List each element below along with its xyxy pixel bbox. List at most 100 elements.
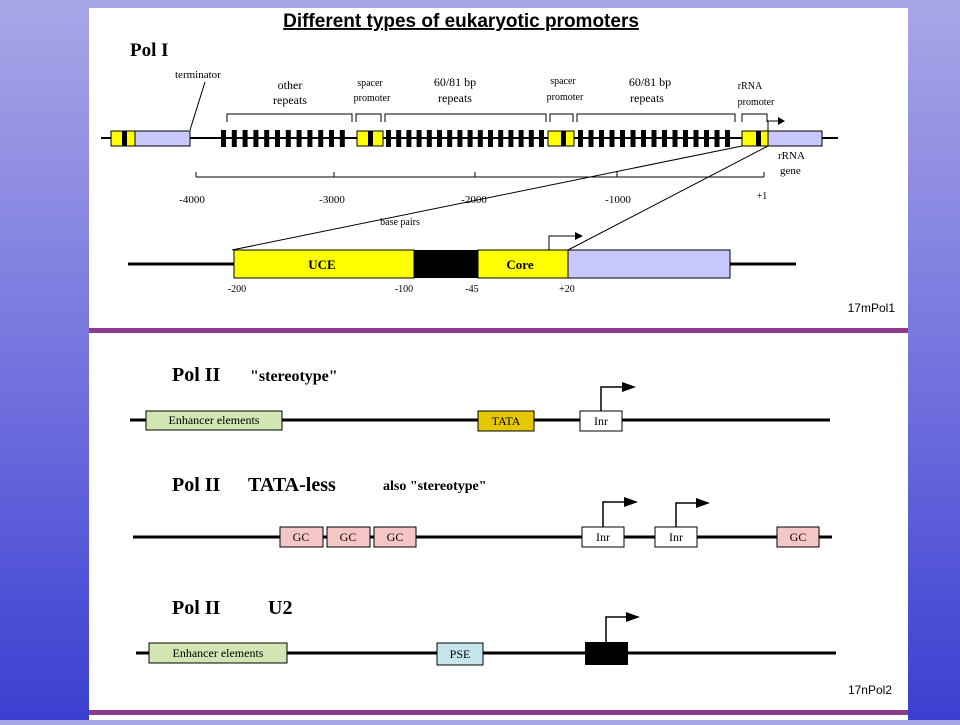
rrna-promoter-box [741, 130, 769, 147]
repeat-stripe [498, 130, 504, 147]
tataless-inr-label: Inr [669, 530, 683, 544]
tataless-start-arrow-2-line [675, 502, 698, 527]
section-divider [89, 328, 908, 333]
spacer-promoter-1-label-2: promoter [354, 93, 391, 104]
pse-label: PSE [450, 647, 471, 661]
bracket-repeats-1 [384, 113, 547, 122]
stereotype-enhancer-box [145, 410, 283, 431]
detail-pos-label: -100 [395, 284, 413, 295]
gc-box [776, 526, 820, 548]
tata-label: TATA [492, 414, 521, 428]
rrna-start-arrow-line [767, 120, 778, 131]
gc-label: GC [790, 530, 807, 544]
repeat-stripe [578, 130, 583, 147]
tataless-heading: Pol II [172, 474, 221, 496]
repeats-1-label-1: 60/81 bp [434, 75, 476, 89]
bracket-other-repeats [226, 113, 353, 122]
repeat-stripe [264, 130, 270, 147]
u2-subheading: U2 [268, 597, 292, 619]
repeat-stripe [662, 130, 667, 147]
repeat-stripe [651, 130, 657, 147]
scale-ticks [195, 172, 765, 177]
base-pairs-label: base pairs [380, 217, 420, 228]
zoom-line-right [567, 145, 769, 251]
spacer-promoter-1-core [368, 131, 373, 146]
repeat-stripe [672, 130, 678, 147]
stereotype-subheading: "stereotype" [250, 368, 338, 385]
tataless-start-arrowhead-2 [696, 498, 710, 508]
stereotype-start-arrowhead [622, 382, 636, 392]
u2-start-arrow-line [605, 616, 628, 642]
repeat-stripe [725, 130, 730, 147]
repeat-stripe [253, 130, 259, 147]
tataless-start-arrow-1-line [602, 501, 626, 527]
tick-label: -3000 [319, 194, 345, 206]
repeat-stripe [307, 130, 313, 147]
repeat-stripe [296, 130, 302, 147]
repeat-stripe [457, 130, 463, 147]
tick-label: -4000 [179, 194, 205, 206]
repeat-stripe [714, 130, 720, 147]
stereotype-start-arrow-line [600, 386, 624, 411]
core-start-arrowhead [575, 232, 583, 240]
stereotype-enhancer-label: Enhancer elements [169, 413, 260, 427]
other-repeats-label-2: repeats [273, 93, 307, 107]
repeat-stripe [599, 130, 604, 147]
gc-box [373, 526, 417, 548]
region-brackets [226, 113, 768, 122]
repeats-2-label-1: 60/81 bp [629, 75, 671, 89]
repeat-stripe [221, 130, 226, 147]
gc-box [279, 526, 324, 548]
detail-gene-box [567, 249, 731, 279]
terminator-gene-box [134, 130, 191, 147]
pol1-heading: Pol I [130, 40, 169, 61]
spacer-promoter-2-label-1: spacer [550, 76, 576, 87]
repeat-stripe [437, 130, 442, 147]
other-repeats-label-1: other [278, 78, 303, 92]
gc-label: GC [293, 530, 310, 544]
repeat-stripe [488, 130, 493, 147]
rrna-promoter-label-2: promoter [738, 97, 775, 108]
terminator-pointer [189, 81, 206, 131]
repeat-stripe [477, 130, 483, 147]
repeat-stripe [386, 130, 391, 147]
repeats-1-label-2: repeats [438, 91, 472, 105]
u2-enhancer-label: Enhancer elements [173, 646, 264, 660]
repeat-stripe [609, 130, 615, 147]
repeat-stripe [539, 130, 544, 147]
u2-enhancer-box [148, 642, 288, 664]
spacer-promoter-1-label-1: spacer [357, 78, 383, 89]
repeat-stripe [693, 130, 699, 147]
diagram-panel [89, 8, 908, 720]
slide-code-2: 17nPol2 [848, 683, 892, 697]
repeat-stripe [275, 130, 280, 147]
repeat-stripe [620, 130, 625, 147]
terminator-label: terminator [175, 69, 221, 81]
slide-code-1: 17mPol1 [848, 301, 896, 315]
repeat-stripe [318, 130, 324, 147]
repeat-stripe [396, 130, 402, 147]
repeat-stripe [339, 130, 345, 147]
stereotype-inr-label: Inr [594, 414, 608, 428]
repeat-stripe [630, 130, 636, 147]
u2-heading: Pol II [172, 597, 221, 619]
repeats-2-label-2: repeats [630, 91, 664, 105]
rrna-gene-label-2: gene [780, 165, 801, 177]
repeat-stripe [416, 130, 422, 147]
gc-label: GC [340, 530, 357, 544]
spacer-promoter-2-label-2: promoter [547, 92, 584, 103]
stereotype-heading: Pol II [172, 364, 221, 386]
repeat-stripe [641, 130, 646, 147]
spacer-promoter-2-core [561, 131, 566, 146]
tick-label: -2000 [461, 194, 487, 206]
bracket-spacer-1 [355, 113, 382, 122]
diagram-title: Different types of eukaryotic promoters [283, 11, 639, 32]
uce-box [233, 249, 415, 279]
rrna-gene-label-1: rRNA [778, 150, 805, 162]
bracket-repeats-2 [576, 113, 736, 122]
u2-start-arrowhead [626, 612, 640, 622]
tataless-inr-label: Inr [596, 530, 610, 544]
repeat-stripe [447, 130, 453, 147]
